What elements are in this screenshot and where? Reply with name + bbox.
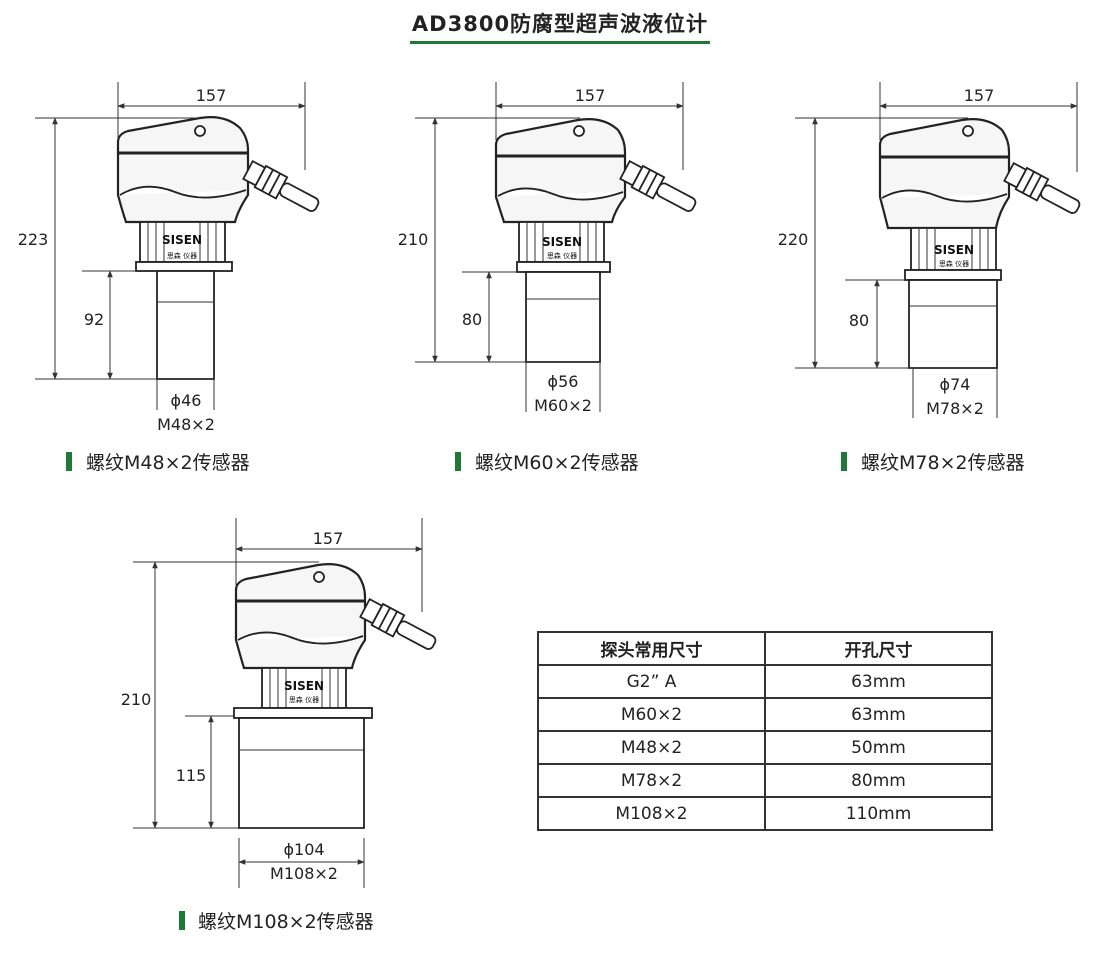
screw-icon [194, 125, 206, 137]
brand-logo: SISEN [162, 233, 202, 247]
caption-marker [455, 452, 461, 471]
table-header-hole-size: 开孔尺寸 [764, 631, 993, 666]
brand-sub: 思森 仪器 [289, 695, 319, 704]
table-row: M108×2 110mm [537, 796, 993, 831]
caption-marker [841, 452, 847, 471]
probe-height-dimension: 80 [849, 311, 869, 330]
probe [156, 270, 215, 380]
brand-sub: 思森 仪器 [167, 251, 197, 260]
screw-icon [962, 125, 974, 137]
sensor-caption: 螺纹M60×2传感器 [475, 452, 639, 474]
sensor-m108: SISEN 思森 仪器 157 210 115 ϕ104 M108×2 螺纹M1… [121, 518, 437, 933]
table-row: M48×2 50mm [537, 730, 993, 765]
probe-height-dimension: 92 [84, 310, 104, 329]
table-row: M78×2 80mm [537, 763, 993, 798]
flange [904, 269, 1002, 281]
thread-label: M60×2 [534, 396, 592, 415]
brand-logo: SISEN [934, 243, 974, 257]
width-dimension: 157 [196, 86, 227, 105]
width-dimension: 157 [964, 86, 995, 105]
page-title: AD3800防腐型超声波液位计 [0, 8, 1120, 44]
table-cell: M108×2 [537, 796, 766, 831]
brand-logo: SISEN [284, 679, 324, 693]
table-cell: 63mm [764, 697, 993, 732]
flange [135, 261, 233, 272]
probe-height-dimension: 80 [462, 310, 482, 329]
thread-label: M78×2 [926, 399, 984, 418]
height-dimension: 223 [18, 230, 49, 249]
sensor-m78: SISEN 思森 仪器 157 220 80 ϕ74 M78×2 螺纹M78×2… [778, 82, 1081, 474]
sensor-m48: SISEN 思森 仪器 157 223 92 ϕ46 M48×2 螺纹M48×2… [18, 82, 320, 474]
cable-gland [619, 159, 697, 212]
page-title-text: AD3800防腐型超声波液位计 [409, 8, 711, 44]
table-row: M60×2 63mm [537, 697, 993, 732]
diameter-label: ϕ46 [171, 391, 202, 410]
housing [878, 118, 1011, 230]
probe [525, 271, 601, 363]
height-dimension: 220 [778, 230, 809, 249]
table-cell: M60×2 [537, 697, 766, 732]
probe [238, 717, 365, 829]
cable-gland [359, 597, 437, 650]
table-cell: 63mm [764, 664, 993, 699]
flange [233, 707, 373, 719]
diameter-label: ϕ56 [548, 372, 579, 391]
sensor-caption: 螺纹M108×2传感器 [198, 911, 374, 933]
caption-marker [179, 911, 185, 930]
table-cell: 80mm [764, 763, 993, 798]
housing [116, 116, 250, 224]
caption-marker [66, 452, 72, 471]
sensor-caption: 螺纹M78×2传感器 [861, 452, 1025, 474]
table-cell: M78×2 [537, 763, 766, 798]
mounting-size-table: 探头常用尺寸 开孔尺寸 G2” A 63mm M60×2 63mm M48×2 … [537, 631, 993, 831]
screw-icon [313, 571, 325, 583]
housing [234, 563, 367, 670]
flange [516, 261, 611, 273]
cable-gland [1003, 161, 1081, 214]
height-dimension: 210 [121, 690, 152, 709]
table-cell: G2” A [537, 664, 766, 699]
table-row: G2” A 63mm [537, 664, 993, 699]
housing [494, 118, 627, 224]
probe [908, 279, 998, 369]
diameter-label: ϕ74 [940, 375, 971, 394]
width-dimension: 157 [575, 86, 606, 105]
neck [910, 227, 997, 271]
width-dimension: 157 [313, 529, 344, 548]
table-header-probe-size: 探头常用尺寸 [537, 631, 766, 666]
table-cell: 110mm [764, 796, 993, 831]
diameter-label: ϕ104 [283, 840, 324, 859]
brand-sub: 思森 仪器 [939, 259, 969, 268]
height-dimension: 210 [398, 230, 429, 249]
brand-sub: 思森 仪器 [547, 251, 577, 260]
sensor-caption: 螺纹M48×2传感器 [86, 452, 250, 474]
probe-height-dimension: 115 [176, 766, 207, 785]
table-header-row: 探头常用尺寸 开孔尺寸 [537, 631, 993, 666]
brand-logo: SISEN [542, 235, 582, 249]
screw-icon [573, 125, 585, 137]
thread-label: M108×2 [270, 864, 338, 883]
sensor-m60: SISEN 思森 仪器 157 210 80 ϕ56 M60×2 螺纹M60×2… [398, 82, 697, 474]
neck [139, 221, 226, 263]
cable-gland [242, 159, 320, 212]
thread-label: M48×2 [157, 415, 215, 434]
table-cell: M48×2 [537, 730, 766, 765]
table-cell: 50mm [764, 730, 993, 765]
